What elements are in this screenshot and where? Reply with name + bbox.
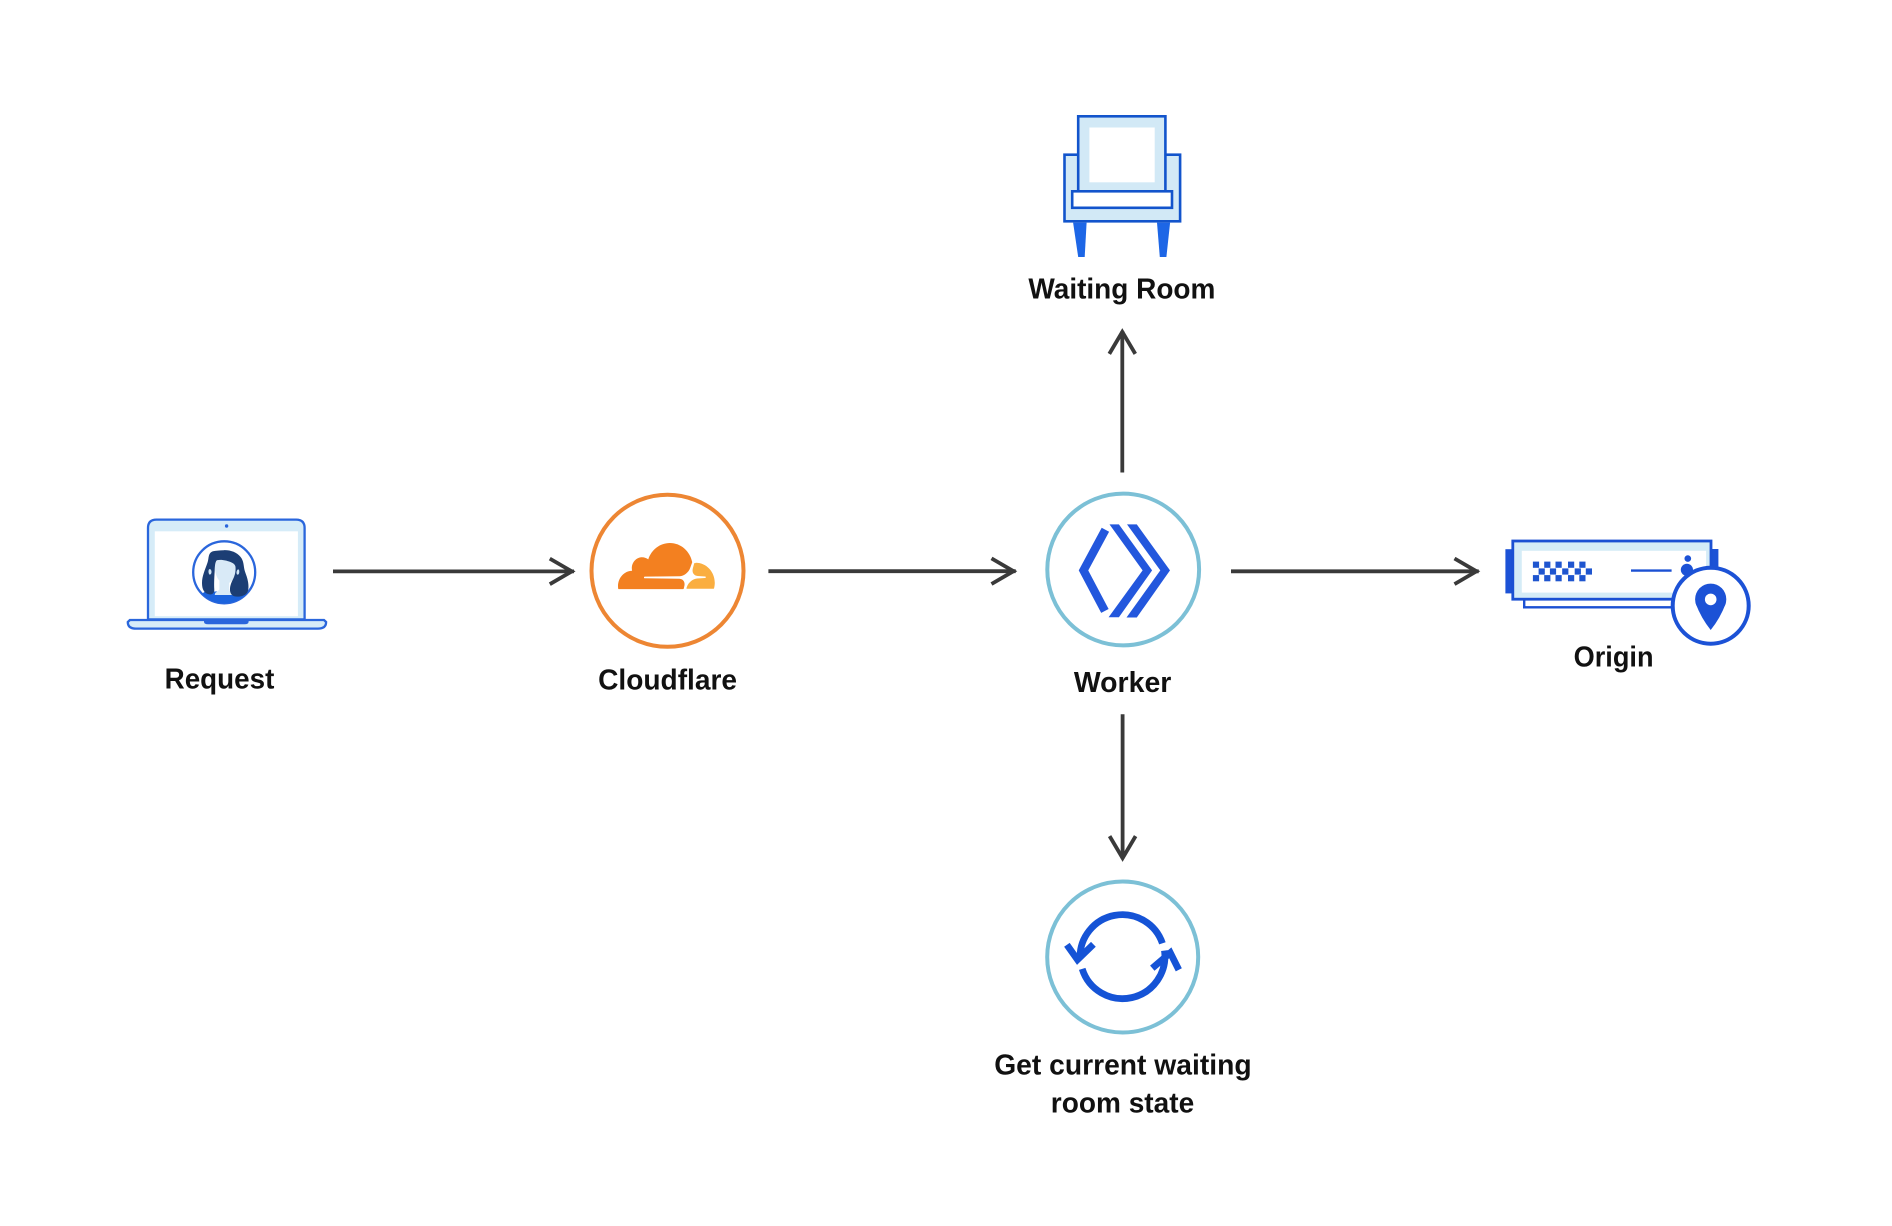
- svg-text:room state: room state: [1051, 1087, 1194, 1119]
- svg-text:Waiting Room: Waiting Room: [1028, 273, 1215, 305]
- svg-text:Get current waiting: Get current waiting: [994, 1049, 1251, 1081]
- svg-text:Worker: Worker: [1074, 667, 1172, 699]
- svg-text:Request: Request: [165, 663, 275, 695]
- svg-text:Origin: Origin: [1574, 642, 1654, 674]
- svg-text:Cloudflare: Cloudflare: [598, 665, 737, 697]
